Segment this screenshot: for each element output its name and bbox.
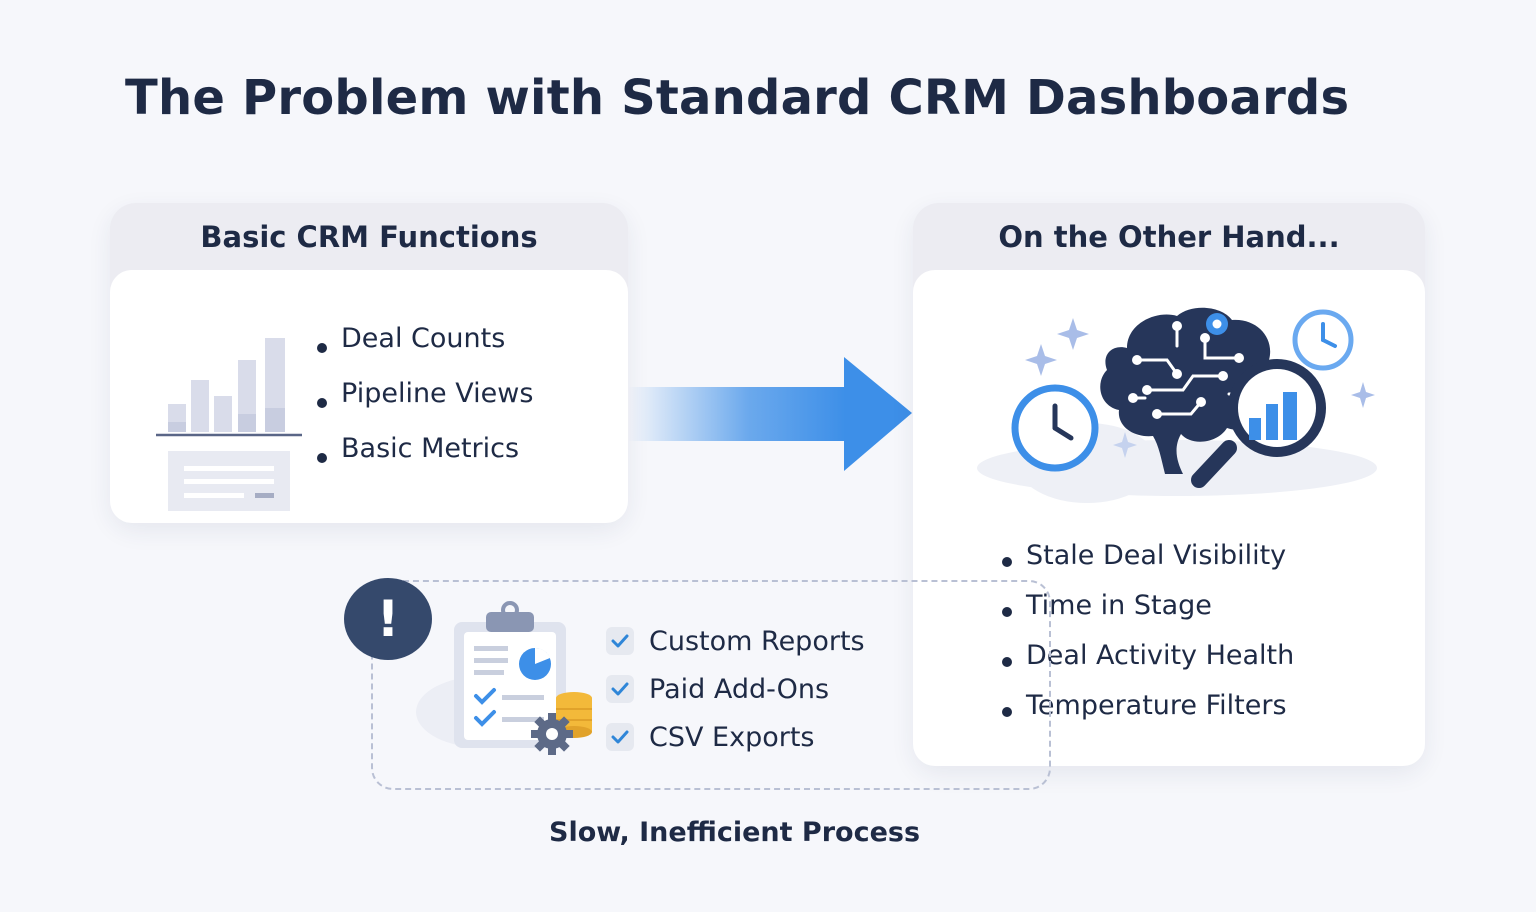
list-item: Pipeline Views [315, 375, 533, 430]
other-hand-body: Stale Deal Visibility Time in Stage Deal… [913, 270, 1425, 766]
checkmark-icon [606, 675, 634, 703]
clipboard-checklist-icon [416, 601, 592, 755]
list-item: Basic Metrics [315, 430, 533, 485]
brain-magnifier-analytics-icon [977, 307, 1377, 503]
right-arrow-icon [628, 357, 912, 471]
page-title: The Problem with Standard CRM Dashboards [125, 70, 1350, 126]
list-item: Temperature Filters [1000, 687, 1294, 737]
bar-chart-report-icon [156, 338, 302, 511]
list-item: Time in Stage [1000, 587, 1294, 637]
other-hand-header: On the Other Hand... [998, 220, 1340, 254]
basic-crm-functions-header: Basic CRM Functions [200, 220, 538, 254]
basic-functions-list: Deal Counts Pipeline Views Basic Metrics [315, 320, 533, 485]
list-item: Deal Counts [315, 320, 533, 375]
checkmark-icon [606, 723, 634, 751]
list-item-label: CSV Exports [649, 721, 815, 753]
list-item: CSV Exports [606, 713, 865, 761]
other-hand-card: On the Other Hand... [913, 203, 1425, 766]
process-caption: Slow, Inefficient Process [549, 817, 921, 848]
list-item: Paid Add-Ons [606, 665, 865, 713]
basic-crm-functions-body: Deal Counts Pipeline Views Basic Metrics [110, 270, 628, 523]
list-item: Deal Activity Health [1000, 637, 1294, 687]
list-item-label: Custom Reports [649, 625, 865, 657]
workaround-list: Custom Reports Paid Add-Ons CSV Exports [606, 617, 865, 761]
workaround-box [371, 580, 1051, 790]
list-item: Custom Reports [606, 617, 865, 665]
alert-icon: ! [344, 578, 432, 660]
checkmark-icon [606, 627, 634, 655]
advanced-features-list: Stale Deal Visibility Time in Stage Deal… [1000, 537, 1294, 737]
basic-crm-functions-card: Basic CRM Functions Deal Counts Pipeline… [110, 203, 628, 523]
list-item: Stale Deal Visibility [1000, 537, 1294, 587]
list-item-label: Paid Add-Ons [649, 673, 830, 705]
